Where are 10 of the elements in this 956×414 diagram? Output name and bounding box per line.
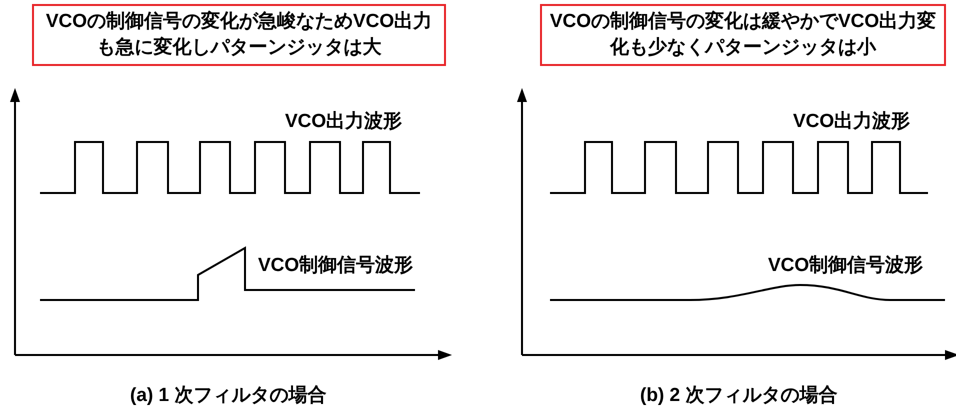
panel-caption: (b) 2 次フィルタの場合 <box>640 384 838 408</box>
note-box <box>32 4 446 66</box>
waveform-label: VCO制御信号波形 <box>768 254 924 278</box>
waveform-label: VCO出力波形 <box>285 110 402 134</box>
note-box <box>540 4 946 66</box>
waveform-label: VCO制御信号波形 <box>258 254 414 278</box>
note-text: VCOの制御信号の変化は緩やかでVCO出力変化も少なくパターンジッタは小 <box>548 10 938 60</box>
panel-caption: (a) 1 次フィルタの場合 <box>130 384 326 408</box>
waveform-label: VCO出力波形 <box>793 110 910 134</box>
note-text: VCOの制御信号の変化が急峻なためVCO出力も急に変化しパターンジッタは大 <box>44 10 434 60</box>
